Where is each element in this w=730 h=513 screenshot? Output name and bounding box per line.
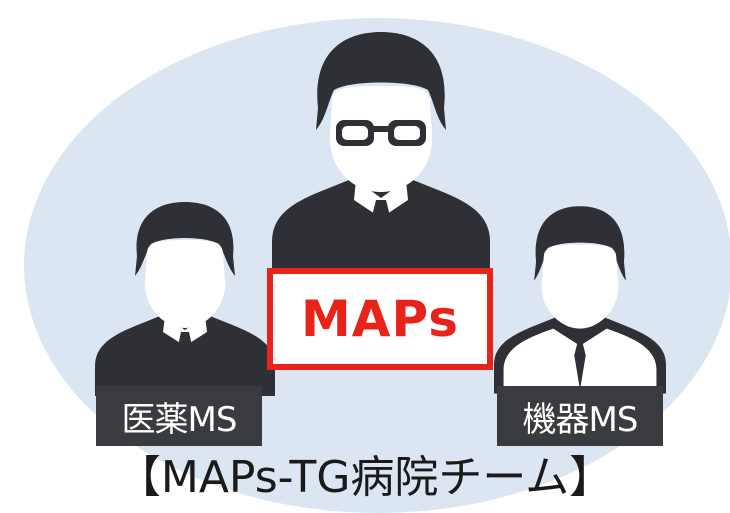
maps-label-box: MAPs [267,268,493,370]
center-person-with-glasses-icon [272,32,490,272]
team-title: 【MAPs-TG病院チーム】 [116,452,614,503]
maps-label: MAPs [301,290,459,348]
right-label-box: 機器MS [497,386,663,446]
right-label: 機器MS [522,399,639,440]
right-person-icon [494,206,666,394]
left-person-icon [95,202,275,396]
left-label-box: 医薬MS [96,386,262,446]
left-label: 医薬MS [121,399,238,440]
